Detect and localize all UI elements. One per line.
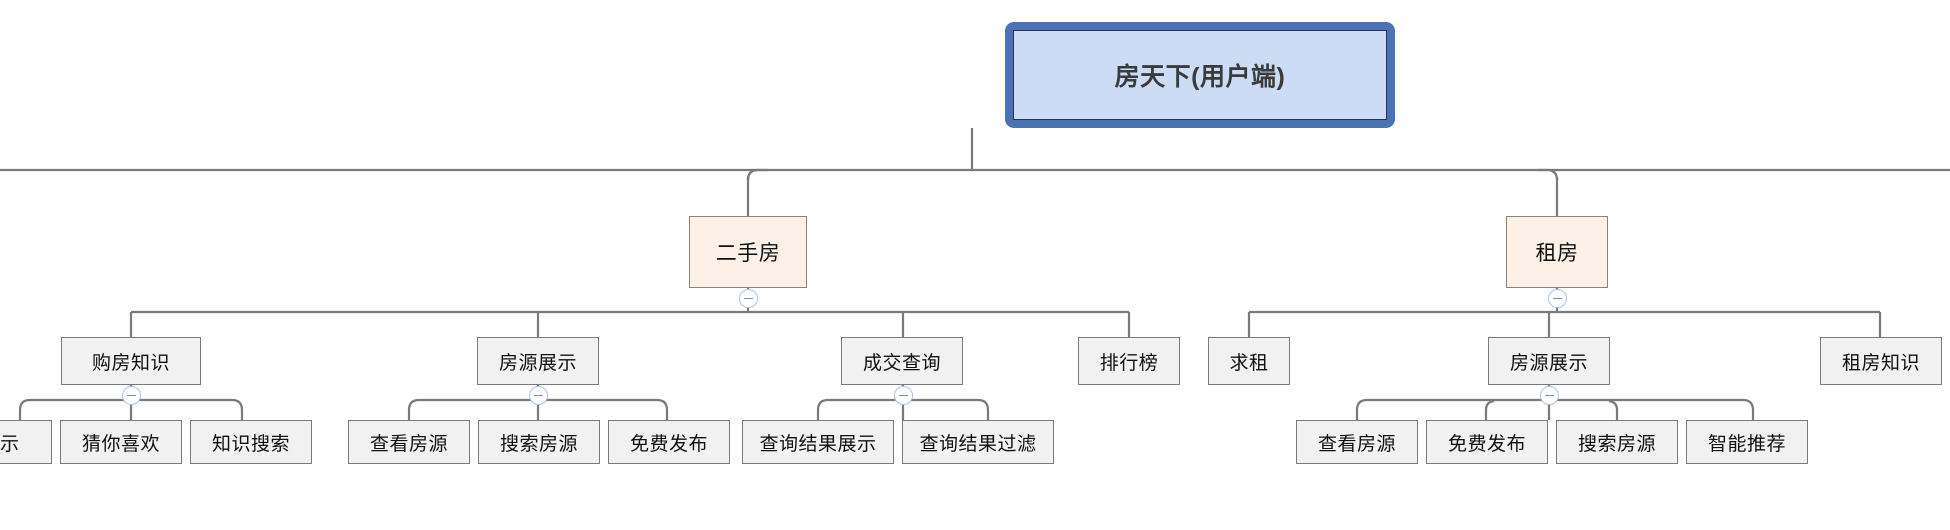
- node-root-label: 房天下(用户端): [1013, 30, 1387, 120]
- node-caini-xihuan[interactable]: 猜你喜欢: [60, 420, 182, 464]
- node-ershoufang[interactable]: 二手房: [689, 216, 807, 288]
- node-chakan-fangyuan-ershou[interactable]: 查看房源: [348, 420, 470, 464]
- node-chaxun-jieguo-zhanshi[interactable]: 查询结果展示: [742, 420, 894, 464]
- collapse-toggle-fangyuan-zhanshi-zufang[interactable]: [1540, 386, 1559, 405]
- node-goufang-zhishi[interactable]: 购房知识: [61, 337, 201, 385]
- node-mianfei-fabu-ershou[interactable]: 免费发布: [608, 420, 730, 464]
- node-sousuo-fangyuan-zufang[interactable]: 搜索房源: [1556, 420, 1678, 464]
- collapse-toggle-zufang[interactable]: [1548, 289, 1567, 308]
- collapse-toggle-fangyuan-zhanshi-ershou[interactable]: [529, 386, 548, 405]
- node-zhishi-sousuo[interactable]: 知识搜索: [190, 420, 312, 464]
- node-zhishi-zhanshi[interactable]: 展示: [0, 420, 52, 464]
- node-mianfei-fabu-zufang[interactable]: 免费发布: [1426, 420, 1548, 464]
- collapse-toggle-goufang-zhishi[interactable]: [122, 386, 141, 405]
- collapse-toggle-chengjiao-chaxun[interactable]: [894, 386, 913, 405]
- node-chaxun-jieguo-guolv[interactable]: 查询结果过滤: [902, 420, 1054, 464]
- node-fangyuan-zhanshi-ershou[interactable]: 房源展示: [477, 337, 599, 385]
- collapse-toggle-ershoufang[interactable]: [739, 289, 758, 308]
- node-zhineng-tuijian[interactable]: 智能推荐: [1686, 420, 1808, 464]
- node-zufang-zhishi[interactable]: 租房知识: [1820, 337, 1942, 385]
- node-chengjiao-chaxun[interactable]: 成交查询: [841, 337, 963, 385]
- node-qiuzu[interactable]: 求租: [1208, 337, 1290, 385]
- node-paihangbang[interactable]: 排行榜: [1078, 337, 1180, 385]
- node-chakan-fangyuan-zufang[interactable]: 查看房源: [1296, 420, 1418, 464]
- node-zufang[interactable]: 租房: [1506, 216, 1608, 288]
- node-fangyuan-zhanshi-zufang[interactable]: 房源展示: [1488, 337, 1610, 385]
- node-root[interactable]: 房天下(用户端): [1005, 22, 1395, 128]
- node-sousuo-fangyuan-ershou[interactable]: 搜索房源: [478, 420, 600, 464]
